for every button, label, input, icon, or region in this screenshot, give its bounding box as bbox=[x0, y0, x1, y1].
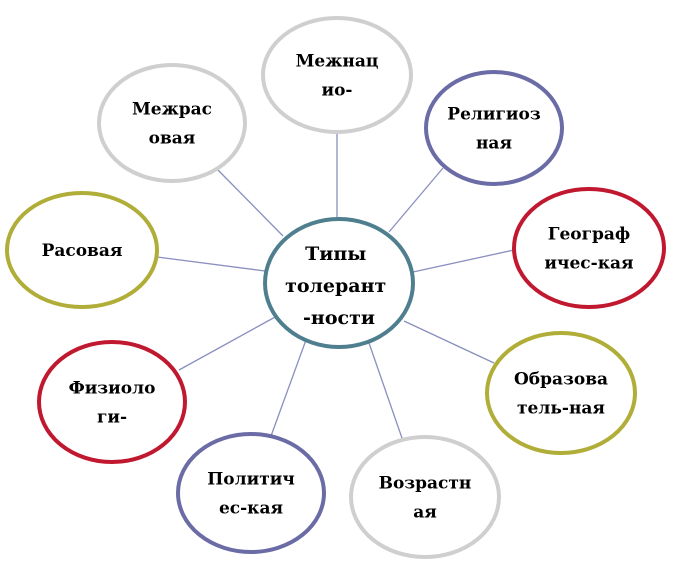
node-mezhrasovaya: Межрас овая bbox=[97, 63, 247, 183]
center-line-1: Типы bbox=[305, 243, 366, 265]
center-line-3: -ности bbox=[303, 307, 375, 329]
node-fiziologi: Физиоло ги- bbox=[37, 340, 187, 464]
connector-religioznaya bbox=[388, 167, 444, 233]
node-label-line: овая bbox=[149, 129, 196, 149]
node-geograficheskaya: Географ ичес-кая bbox=[512, 187, 666, 309]
node-obrazovatelnaya: Образова тель-ная bbox=[485, 331, 637, 455]
node-politicheskaya: Политич ес-кая bbox=[176, 432, 326, 554]
connector-fiziologi bbox=[178, 315, 278, 371]
node-label-line: ио- bbox=[321, 81, 352, 101]
connector-geograficheskaya bbox=[412, 249, 515, 273]
node-label-line: Межрас bbox=[132, 100, 212, 120]
node-ellipse-rasovaya bbox=[5, 191, 159, 309]
node-ellipse-obrazovatelnaya bbox=[485, 331, 637, 455]
node-vozrastnaya: Возрастн ая bbox=[349, 435, 501, 559]
node-ellipse-vozrastnaya bbox=[349, 435, 501, 559]
node-rasovaya: Расовая bbox=[5, 191, 159, 309]
node-ellipse-mezhnatsio bbox=[261, 16, 413, 134]
node-ellipse-mezhrasovaya bbox=[97, 63, 247, 183]
node-ellipse-geograficheskaya bbox=[512, 187, 666, 309]
node-label-mezhnatsio: Межнац ио- bbox=[296, 52, 379, 101]
node-label-mezhrasovaya: Межрас овая bbox=[132, 100, 212, 149]
center-ellipse bbox=[263, 217, 415, 349]
connector-politicheskaya bbox=[270, 339, 307, 437]
node-label-line: ичес-кая bbox=[544, 254, 633, 274]
connector-mezhrasovaya bbox=[215, 167, 284, 237]
node-label-obrazovatelnaya: Образова тель-ная bbox=[514, 370, 608, 419]
connector-vozrastnaya bbox=[368, 342, 404, 442]
node-religioznaya: Религиоз ная bbox=[424, 70, 564, 186]
center-line-2: толерант bbox=[285, 275, 386, 297]
node-label-line: тель-ная bbox=[517, 399, 605, 419]
node-label-religioznaya: Религиоз ная bbox=[447, 105, 541, 154]
connector-obrazovatelnaya bbox=[403, 320, 495, 364]
node-label-line: Межнац bbox=[296, 52, 379, 72]
node-label-line: Политич bbox=[207, 470, 295, 490]
node-label-line: ес-кая bbox=[219, 499, 283, 519]
node-label-line: Образова bbox=[514, 370, 608, 390]
node-label-line: ная bbox=[476, 134, 512, 154]
center-text: Типы толерант -ности bbox=[285, 243, 393, 329]
node-ellipse-politicheskaya bbox=[176, 432, 326, 554]
connectors bbox=[156, 132, 515, 442]
node-label-line: Физиоло bbox=[69, 379, 156, 399]
node-ellipse-fiziologi bbox=[37, 340, 187, 464]
node-label-politicheskaya: Политич ес-кая bbox=[207, 470, 295, 519]
center-node: Типы толерант -ности bbox=[263, 217, 415, 349]
connector-rasovaya bbox=[156, 256, 266, 272]
node-label-line: Возрастн bbox=[379, 474, 472, 494]
node-label-rasovaya: Расовая bbox=[42, 241, 123, 261]
node-label-line: Географ bbox=[548, 225, 631, 245]
node-label-vozrastnaya: Возрастн ая bbox=[379, 474, 472, 523]
node-label-line: ая bbox=[413, 503, 437, 523]
node-label-fiziologi: Физиоло ги- bbox=[69, 379, 156, 428]
node-label-line: Расовая bbox=[42, 241, 123, 261]
node-label-line: ги- bbox=[97, 408, 127, 428]
node-ellipse-religioznaya bbox=[424, 70, 564, 186]
node-label-line: Религиоз bbox=[447, 105, 541, 125]
node-label-geograficheskaya: Географ ичес-кая bbox=[544, 225, 633, 274]
node-mezhnatsio: Межнац ио- bbox=[261, 16, 413, 134]
